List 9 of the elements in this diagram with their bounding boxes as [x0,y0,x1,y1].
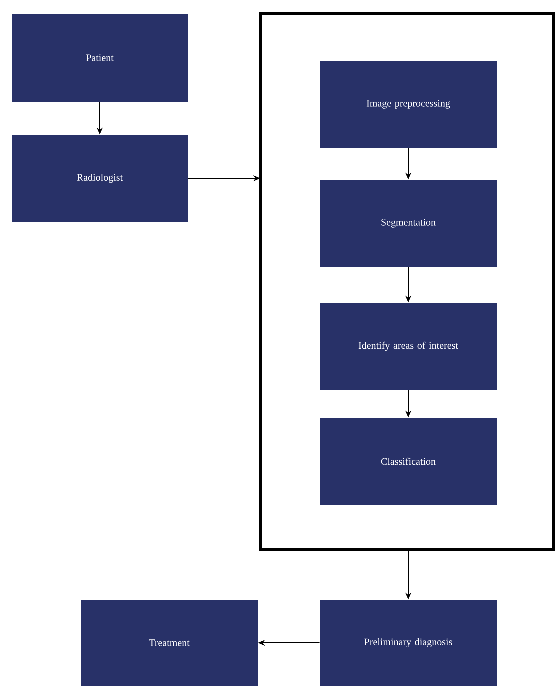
process-box: Radiologist [12,135,188,222]
process-box: Segmentation [320,180,497,267]
process-box: Image preprocessing [320,61,497,148]
process-box: Preliminary diagnosis [320,600,497,686]
process-box: Identify areas of interest [320,303,497,390]
process-box: Classification [320,418,497,505]
process-box: Patient [12,14,188,102]
frame-box [259,12,555,551]
process-box: Treatment [81,600,258,686]
